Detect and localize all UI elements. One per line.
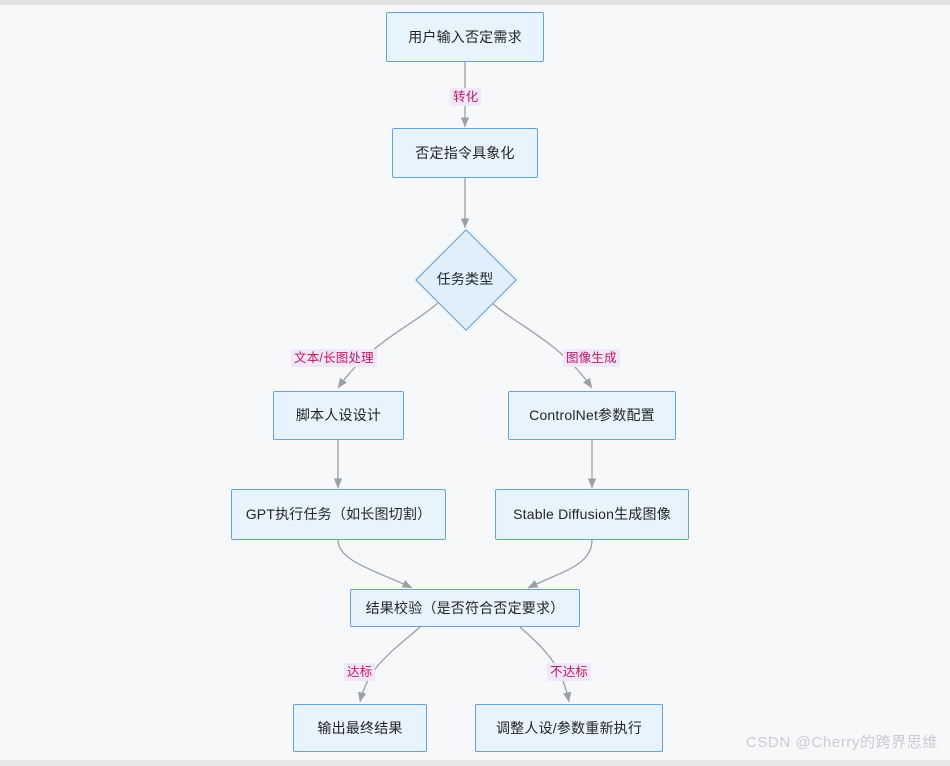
- node-label: 脚本人设设计: [295, 407, 382, 424]
- node-result-validation[interactable]: 结果校验（是否符合否定要求）: [350, 589, 580, 627]
- node-label: GPT执行任务（如长图切割）: [245, 506, 432, 523]
- node-output-final-result[interactable]: 输出最终结果: [293, 704, 427, 752]
- node-stable-diffusion-generate-image[interactable]: Stable Diffusion生成图像: [495, 489, 689, 540]
- node-label: 输出最终结果: [317, 719, 403, 736]
- node-negative-instruction-concretize[interactable]: 否定指令具象化: [392, 128, 538, 178]
- node-script-persona-design[interactable]: 脚本人设设计: [273, 391, 404, 440]
- node-label: 否定指令具象化: [415, 144, 515, 161]
- edge-label-text: 达标: [347, 665, 373, 679]
- node-label: 结果校验（是否符合否定要求）: [365, 599, 565, 616]
- node-controlnet-parameter-config[interactable]: ControlNet参数配置: [508, 391, 676, 440]
- edge-label-text: 转化: [453, 90, 479, 104]
- node-label: ControlNet参数配置: [529, 407, 655, 424]
- edge-label-image-generation: 图像生成: [563, 349, 620, 367]
- edge-n6-n8: [337, 539, 413, 589]
- csdn-watermark: CSDN @Cherry的跨界思维: [745, 734, 938, 751]
- node-gpt-execute-task[interactable]: GPT执行任务（如长图切割）: [231, 489, 446, 540]
- edge-label-text: 文本/长图处理: [294, 351, 374, 365]
- edge-label-pass: 达标: [344, 663, 376, 681]
- node-label: 任务类型: [436, 271, 494, 287]
- bottom-divider-bar: [0, 760, 950, 766]
- node-user-negative-requirement[interactable]: 用户输入否定需求: [386, 12, 544, 62]
- node-label: 用户输入否定需求: [408, 28, 522, 45]
- edge-label-fail: 不达标: [547, 663, 592, 681]
- edge-n7-n8: [527, 539, 593, 589]
- node-task-type-decision[interactable]: 任务类型: [415, 229, 517, 331]
- node-label: 调整人设/参数重新执行: [495, 719, 643, 736]
- edge-label-text: 不达标: [550, 665, 589, 679]
- node-label: Stable Diffusion生成图像: [513, 506, 671, 523]
- edge-label-transform: 转化: [450, 88, 482, 106]
- node-adjust-persona-rerun[interactable]: 调整人设/参数重新执行: [475, 704, 663, 752]
- edge-label-text: 图像生成: [566, 351, 617, 365]
- top-divider-bar: [0, 0, 950, 5]
- edge-label-text-longimage: 文本/长图处理: [291, 349, 377, 367]
